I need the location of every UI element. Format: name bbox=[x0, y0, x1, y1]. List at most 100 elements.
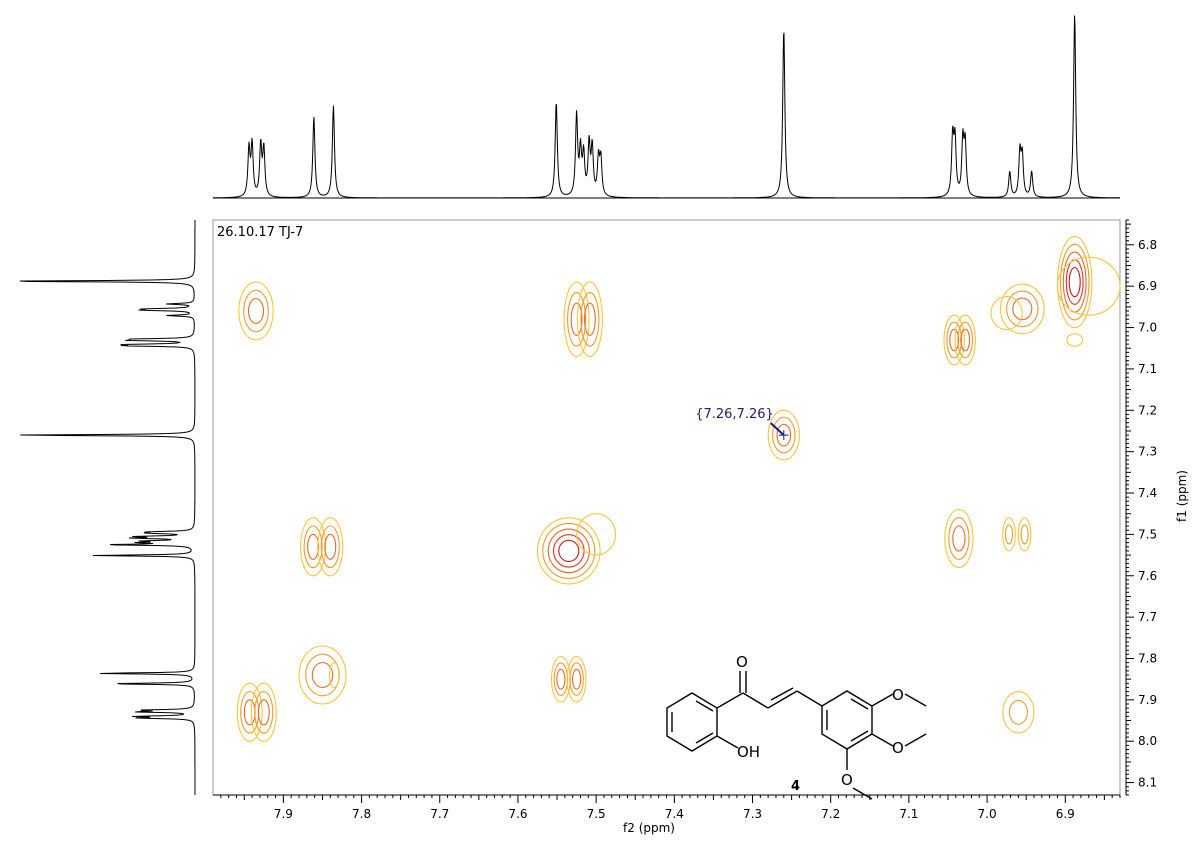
contour-level bbox=[236, 682, 263, 742]
contour-level bbox=[1012, 297, 1033, 321]
contour-level bbox=[1017, 517, 1032, 552]
contour-level bbox=[542, 522, 596, 579]
phenol-ring bbox=[666, 692, 718, 752]
contour-level bbox=[243, 289, 269, 333]
y-tick-label: 8.0 bbox=[1138, 734, 1157, 748]
cross-peak bbox=[576, 513, 617, 556]
contour-level bbox=[990, 296, 1023, 331]
f2-projection-trace bbox=[213, 15, 1120, 199]
y-tick-label: 7.9 bbox=[1138, 693, 1157, 707]
alkene-double-bond bbox=[770, 687, 794, 701]
contour-level bbox=[536, 517, 601, 585]
contour-level bbox=[999, 283, 1045, 335]
x-tick-label: 7.8 bbox=[352, 807, 371, 821]
cross-peak bbox=[328, 662, 340, 688]
y-tick-label: 7.1 bbox=[1138, 362, 1157, 376]
contour-level bbox=[240, 690, 260, 734]
cross-peak bbox=[990, 296, 1023, 331]
contour-level bbox=[1066, 333, 1084, 347]
x-tick-label: 7.3 bbox=[743, 807, 762, 821]
methoxy-mid-bond bbox=[871, 733, 894, 747]
cross-peak bbox=[300, 517, 327, 577]
contour-level bbox=[303, 525, 323, 569]
cross-peak bbox=[943, 314, 965, 366]
contour-level bbox=[583, 302, 596, 336]
hydroxyl-bond bbox=[716, 735, 739, 749]
contour-level bbox=[946, 321, 963, 359]
cross-peak bbox=[238, 281, 274, 341]
aryl-carbonyl-bond bbox=[716, 692, 744, 709]
contour-level bbox=[772, 416, 796, 454]
cross-peak bbox=[317, 517, 344, 577]
contour-level bbox=[556, 668, 566, 690]
contour-level bbox=[238, 281, 274, 341]
contour-level bbox=[944, 508, 974, 569]
cross-peak bbox=[1056, 256, 1121, 316]
sample-label: 26.10.17 TJ-7 bbox=[217, 225, 303, 240]
y-tick-label: 7.3 bbox=[1138, 445, 1157, 459]
contour-level bbox=[767, 409, 800, 461]
y-tick-label: 7.0 bbox=[1138, 321, 1157, 335]
methoxy-bottom-label: O bbox=[841, 771, 853, 789]
crosshair-label: {7.26,7.26} bbox=[695, 407, 774, 422]
contour-level bbox=[317, 517, 344, 577]
crosshair-marker: {7.26,7.26} bbox=[695, 407, 789, 441]
cross-peak bbox=[1002, 691, 1035, 734]
cross-peak bbox=[536, 517, 601, 585]
contour-level bbox=[300, 517, 327, 577]
contour-level bbox=[243, 699, 256, 726]
f1-projection-trace bbox=[19, 220, 196, 795]
x-tick-label: 7.0 bbox=[978, 807, 997, 821]
contour-level bbox=[1004, 524, 1014, 545]
f1-projection bbox=[19, 220, 196, 795]
contour-level bbox=[247, 297, 265, 325]
contour-level bbox=[571, 668, 582, 690]
contour-level bbox=[567, 292, 587, 347]
cross-peak bbox=[566, 655, 587, 703]
contour-level bbox=[1056, 236, 1093, 329]
vinyl-aryl-bond bbox=[796, 690, 823, 707]
compound-number: 4 bbox=[791, 779, 800, 794]
contour-level bbox=[1068, 266, 1081, 298]
contour-level bbox=[307, 533, 320, 560]
contour-level bbox=[320, 525, 340, 569]
crosshair-arrow bbox=[770, 422, 785, 436]
cross-peak bbox=[1002, 517, 1016, 552]
cross-peak bbox=[576, 281, 603, 358]
contour-level bbox=[324, 533, 337, 560]
contour-level bbox=[250, 682, 277, 742]
contour-level bbox=[553, 662, 569, 697]
y-axis: 6.86.97.07.17.27.37.47.57.67.77.87.98.08… bbox=[1125, 219, 1157, 796]
x-tick-label: 6.9 bbox=[1056, 807, 1075, 821]
y-tick-label: 7.5 bbox=[1138, 527, 1157, 541]
contour-level bbox=[948, 517, 970, 560]
contour-level bbox=[305, 653, 340, 697]
x-tick-label: 7.5 bbox=[587, 807, 606, 821]
contour-level bbox=[576, 513, 617, 556]
x-axis-label: f2 (ppm) bbox=[623, 821, 675, 835]
methoxy-top-bond bbox=[871, 693, 894, 707]
phenol-ring-inner-bond bbox=[695, 732, 714, 744]
contour-level bbox=[1006, 290, 1039, 328]
methoxy-mid-label: O bbox=[892, 739, 904, 757]
y-tick-label: 7.7 bbox=[1138, 610, 1157, 624]
contour-level bbox=[570, 302, 583, 336]
y-tick-label: 6.9 bbox=[1138, 279, 1157, 293]
cross-peak bbox=[1066, 333, 1084, 347]
structure-labels: O OH O O O 4 bbox=[736, 653, 904, 794]
x-tick-label: 7.6 bbox=[508, 807, 527, 821]
x-tick-label: 7.1 bbox=[899, 807, 918, 821]
methoxy-top-label: O bbox=[892, 686, 904, 704]
contour-level bbox=[952, 525, 966, 552]
enone-bond bbox=[742, 692, 769, 709]
contour-level bbox=[957, 321, 974, 359]
alkene-bond bbox=[767, 690, 798, 709]
phenol-ring-inner-bond bbox=[695, 700, 714, 712]
y-tick-label: 7.2 bbox=[1138, 403, 1157, 417]
contour-level bbox=[1002, 517, 1016, 552]
trimethoxy-ring-inner-bond bbox=[850, 730, 869, 742]
contour-level bbox=[1008, 699, 1028, 725]
contour-level bbox=[257, 699, 270, 726]
